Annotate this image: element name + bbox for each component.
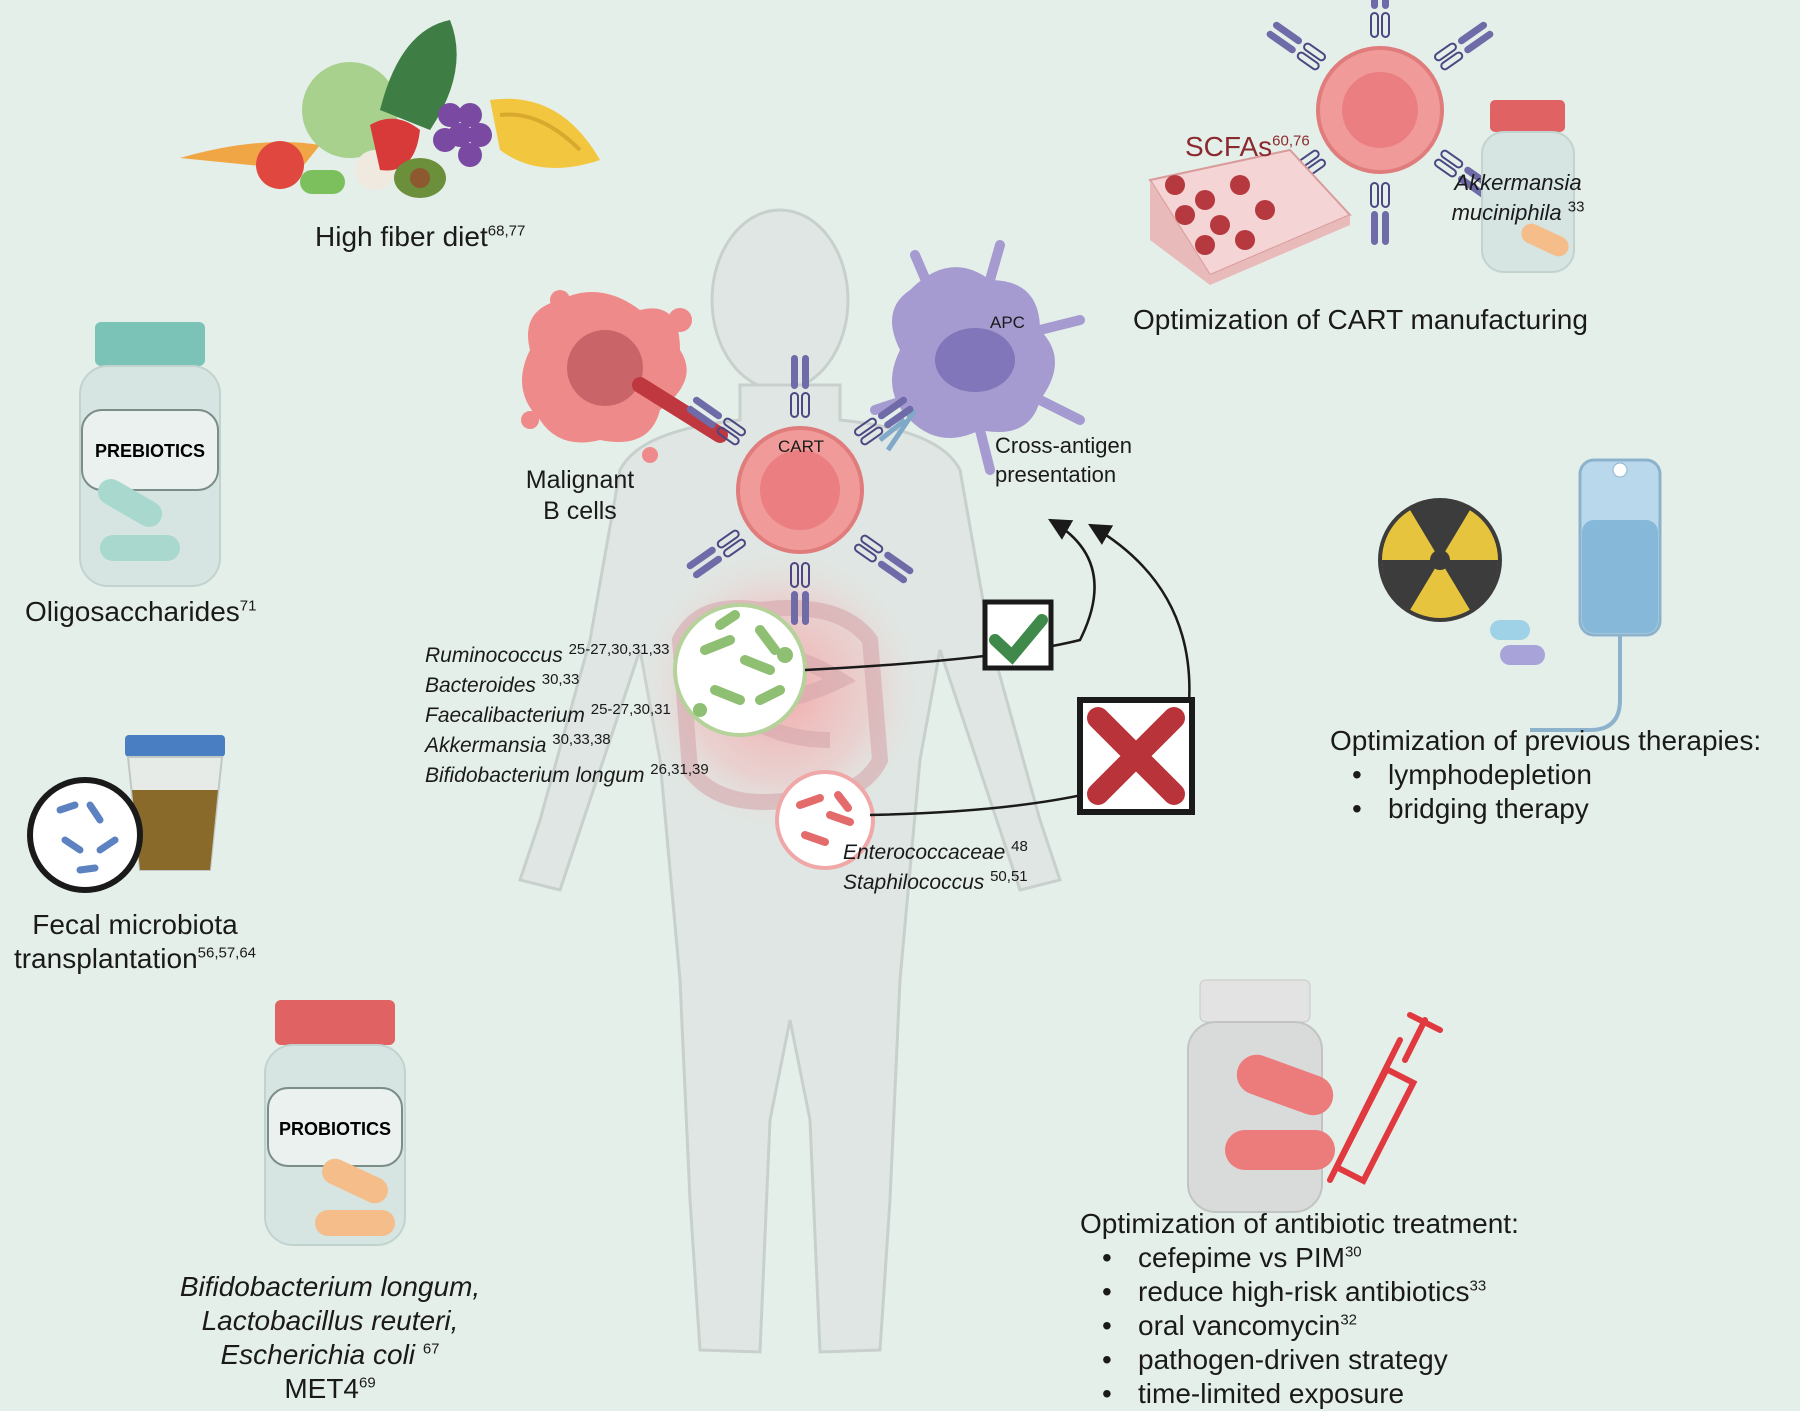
beneficial-bacteria-item: Akkermansia 30,33,38 [425, 731, 611, 757]
probiotics-jar-icon [264, 1000, 406, 1246]
beneficial-bacteria-item: Faecalibacterium 25-27,30,31 [425, 701, 671, 727]
antibiotic-item: cefepime vs PIM30 [1102, 1241, 1519, 1275]
prebiotics-jar-label: PREBIOTICS [95, 441, 205, 461]
oligosaccharides-label: Oligosaccharides71 [25, 596, 257, 627]
harmful-bacteria-item: Enterococcaceae 48 [843, 838, 1028, 864]
cross-icon [1077, 697, 1195, 815]
scfas-label: SCFAs60,76 [1185, 131, 1310, 162]
previous-therapy-item: bridging therapy [1352, 792, 1761, 826]
cross-antigen-label: Cross-antigen presentation [995, 433, 1132, 487]
beneficial-bacteria-item: Ruminococcus 25-27,30,31,33 [425, 641, 670, 667]
antibiotic-item: time-limited exposure [1102, 1377, 1519, 1411]
beneficial-bacteria-item: Bifidobacterium longum 26,31,39 [425, 761, 709, 787]
cart-cell-icon [684, 354, 916, 626]
antibiotic-title: Optimization of antibiotic treatment: [1080, 1208, 1519, 1239]
cell-culture-plate-icon [1148, 148, 1352, 285]
previous-therapies-title: Optimization of previous therapies: [1330, 725, 1762, 756]
iv-bag-icon [1490, 458, 1662, 732]
akkermansia-muciniphila-label: Akkermansia muciniphila 33 [1451, 170, 1585, 225]
probiotic-strains-label: Bifidobacterium longum, Lactobacillus re… [179, 1271, 481, 1404]
cart-label: CART [778, 437, 824, 456]
antibiotic-item: reduce high-risk antibiotics33 [1102, 1275, 1519, 1309]
cart-manufacturing-label: Optimization of CART manufacturing [1133, 304, 1588, 335]
antibiotic-jar-icon [1187, 979, 1335, 1213]
high-fiber-diet-label: High fiber diet68,77 [315, 221, 526, 252]
apc-cell-icon [870, 240, 1085, 475]
radiation-icon [1378, 498, 1502, 622]
previous-therapies-block: Optimization of previous therapies: lymp… [1330, 724, 1761, 826]
beneficial-bacteria-item: Bacteroides 30,33 [425, 671, 580, 697]
harmful-bacteria-list: Enterococcaceae 48 Staphilococcus 50,51 [843, 838, 1028, 898]
fmt-label: Fecal microbiota transplantation56,57,64 [13, 909, 257, 974]
cart-manufacturing-cell-icon [1264, 0, 1496, 246]
beneficial-bacteria-list: Ruminococcus 25-27,30,31,33 Bacteroides … [425, 641, 709, 791]
malignant-b-cells-label: Malignant B cells [525, 466, 635, 525]
malignant-b-cell-icon [521, 290, 728, 463]
harmful-bacteria-icon [775, 770, 875, 870]
beneficial-bacteria-icon [673, 603, 807, 737]
fecal-sample-icon [27, 735, 225, 893]
antibiotic-item: pathogen-driven strategy [1102, 1343, 1519, 1377]
harmful-bacteria-item: Staphilococcus 50,51 [843, 868, 1028, 894]
apc-label: APC [990, 313, 1025, 332]
prebiotics-jar-icon [79, 322, 221, 587]
vegetables-icon [180, 20, 600, 198]
check-icon [982, 599, 1054, 671]
akkermansia-jar-icon [1481, 100, 1575, 273]
antibiotic-item: oral vancomycin32 [1102, 1309, 1519, 1343]
antibiotic-treatment-block: Optimization of antibiotic treatment: ce… [1080, 1207, 1519, 1411]
previous-therapy-item: lymphodepletion [1352, 758, 1761, 792]
syringe-icon [1327, 1012, 1443, 1185]
probiotics-jar-label: PROBIOTICS [279, 1119, 391, 1139]
